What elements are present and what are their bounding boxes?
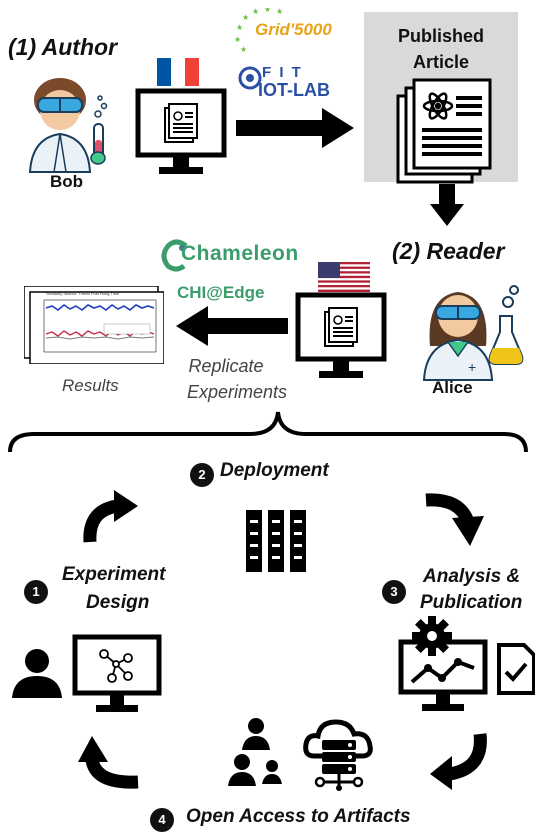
- svg-text:★: ★: [242, 13, 249, 22]
- curved-arrow-left-up-icon: [78, 734, 140, 794]
- scientist-bob-icon: [18, 68, 118, 178]
- person-icon: [12, 648, 62, 698]
- author-monitor-icon: [135, 88, 227, 178]
- replicate-label-line2: Experiments: [186, 382, 288, 402]
- france-flag-icon: [157, 58, 199, 86]
- chi-edge-text: CHI@Edge: [177, 283, 265, 302]
- server-rack-icon: [246, 510, 306, 572]
- chameleon-logo-icon: [160, 238, 190, 272]
- step1-number-badge: 1: [24, 580, 48, 604]
- step4-label: Open Access to Artifacts: [186, 806, 411, 827]
- step1-label-line1: Experiment: [62, 564, 166, 585]
- arrow-left-icon: [176, 304, 288, 348]
- arrow-right-icon: [236, 106, 356, 150]
- chameleon-text: Chameleon: [181, 242, 299, 265]
- results-chart-title: Similarity Search: Threat Post Rung Time: [46, 291, 120, 296]
- analysis-monitor-icon: [398, 616, 488, 714]
- usa-flag-icon: [318, 262, 370, 292]
- design-monitor-icon: [72, 634, 162, 714]
- svg-text:★: ★: [240, 45, 247, 52]
- step2-number-badge: 2: [190, 463, 214, 487]
- fit-text: F I T: [262, 64, 303, 81]
- results-chart-thumbnail: [24, 286, 164, 364]
- scientist-alice-icon: +: [416, 276, 526, 382]
- results-label: Results: [62, 376, 119, 395]
- iotlab-text: IOT-LAB: [258, 80, 330, 100]
- svg-text:★: ★: [276, 8, 283, 16]
- svg-text:+: +: [468, 359, 476, 375]
- article-document-icon: [392, 76, 502, 188]
- fit-iotlab-logo: [238, 62, 348, 104]
- svg-text:★: ★: [264, 8, 271, 14]
- step1-label-line2: Design: [86, 592, 150, 613]
- reader-label: (2) Reader: [392, 238, 505, 264]
- replicate-label-line1: Replicate: [188, 356, 264, 376]
- curved-arrow-up-right-icon: [80, 486, 140, 546]
- step3-number-badge: 3: [382, 580, 406, 604]
- svg-text:★: ★: [234, 35, 241, 44]
- step2-label: Deployment: [220, 460, 329, 481]
- step3-label-line2: Publication: [420, 592, 523, 613]
- arrow-down-icon: [430, 184, 464, 228]
- cloud-server-icon: [302, 718, 376, 792]
- article-label-line1: Published: [397, 26, 484, 46]
- svg-text:★: ★: [252, 8, 259, 16]
- step4-number-badge: 4: [150, 808, 174, 832]
- author-name: Bob: [50, 172, 84, 191]
- svg-text:★: ★: [236, 23, 243, 32]
- checked-document-icon: [496, 642, 535, 696]
- grid5000-text: Grid'5000: [255, 20, 332, 39]
- people-group-icon: [228, 718, 292, 788]
- grid5000-logo: ★★ ★★ ★★ ★: [232, 8, 352, 52]
- author-label: (1) Author: [8, 34, 118, 60]
- reader-name: Alice: [432, 378, 473, 397]
- article-label-line2: Article: [412, 52, 470, 72]
- curved-arrow-right-down-icon: [424, 488, 486, 548]
- curved-arrow-down-left-icon: [428, 732, 494, 790]
- reader-monitor-icon: [295, 292, 387, 382]
- step3-label-line1: Analysis &: [423, 566, 521, 587]
- curly-brace: [0, 408, 535, 456]
